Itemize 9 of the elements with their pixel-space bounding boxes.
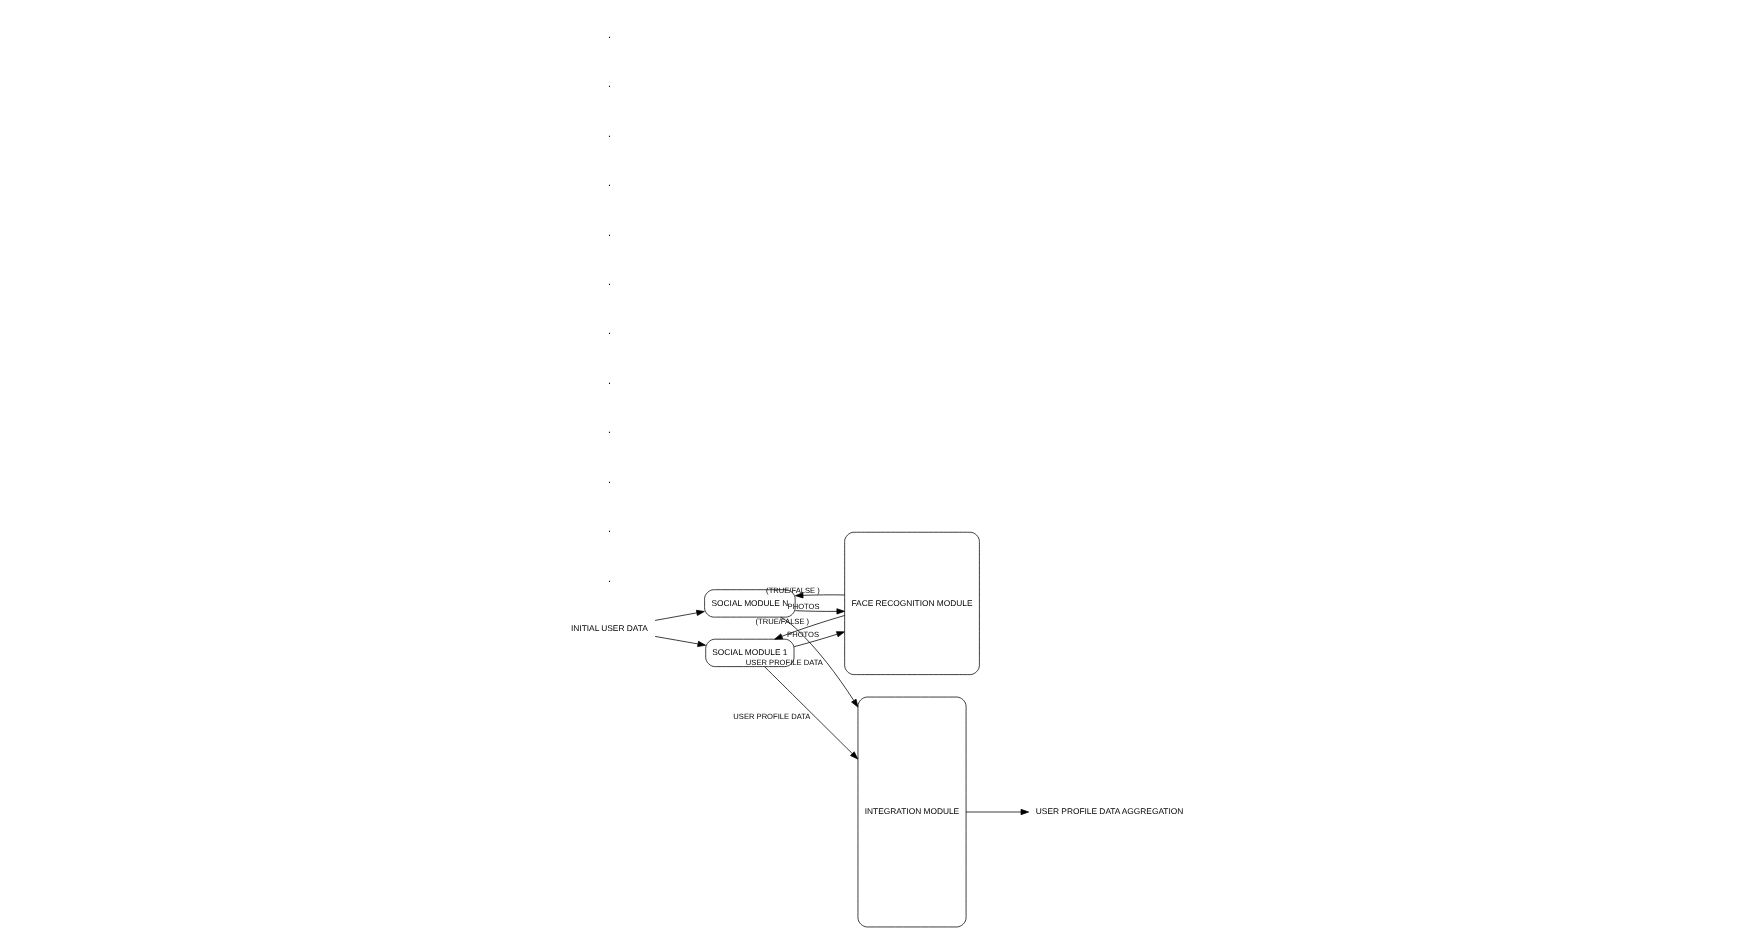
arrow: [780, 615, 859, 707]
arrow: [764, 665, 859, 759]
arrow: [793, 630, 845, 647]
arrow: [654, 635, 706, 646]
arrow: [654, 608, 705, 620]
arrow: [774, 614, 846, 639]
arrow: [795, 607, 845, 614]
arrow: [795, 591, 845, 598]
arrow: [965, 807, 1030, 815]
